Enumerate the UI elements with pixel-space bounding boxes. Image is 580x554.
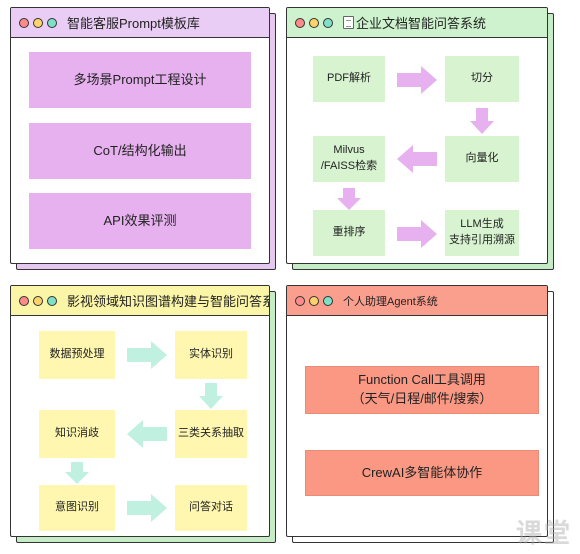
card-title: 影视领域知识图谱构建与智能问答系统	[67, 294, 270, 309]
maximize-dot-icon[interactable]	[323, 295, 333, 306]
title-bar: 企业文档智能问答系统	[287, 8, 547, 38]
window: 智能客服Prompt模板库 多场景Prompt工程设计 CoT/结构化输出 AP…	[10, 7, 270, 264]
box-prompt-design: 多场景Prompt工程设计	[29, 52, 251, 108]
box-label: CoT/结构化输出	[93, 142, 187, 158]
arrow-down-icon	[199, 383, 223, 409]
minimize-dot-icon[interactable]	[33, 17, 43, 28]
box-label: CrewAI多智能体协作	[361, 464, 483, 480]
node-label: 向量化	[465, 152, 499, 165]
minimize-dot-icon[interactable]	[309, 17, 319, 28]
close-dot-icon[interactable]	[19, 295, 29, 306]
watermark: 课堂	[515, 518, 572, 548]
window: 个人助理Agent系统 Function Call工具调用 （天气/日程/邮件/…	[286, 285, 548, 537]
box-label-line2: （天气/日程/邮件/搜索）	[351, 391, 493, 406]
node-disambiguation: 知识消歧	[39, 410, 115, 458]
box-label: 多场景Prompt工程设计	[73, 71, 207, 87]
title-bar: 影视领域知识图谱构建与智能问答系统	[11, 286, 269, 316]
node-relation-extraction: 三类关系抽取	[175, 410, 247, 458]
node-milvus-faiss: Milvus /FAISS检索	[313, 136, 385, 182]
node-label: PDF解析	[327, 72, 371, 85]
title-bar: 个人助理Agent系统	[287, 286, 547, 316]
maximize-dot-icon[interactable]	[47, 17, 57, 28]
node-intent-recognition: 意图识别	[39, 485, 115, 531]
node-label-line1: Milvus	[333, 144, 365, 157]
close-dot-icon[interactable]	[295, 295, 305, 306]
node-preprocess: 数据预处理	[39, 331, 115, 379]
card-prompt-library: 智能客服Prompt模板库 多场景Prompt工程设计 CoT/结构化输出 AP…	[10, 7, 276, 270]
node-qa-dialogue: 问答对话	[175, 485, 247, 531]
card-title: 企业文档智能问答系统	[356, 16, 487, 31]
node-entity-recognition: 实体识别	[175, 331, 247, 379]
node-llm-generate: LLM生成 支持引用溯源	[445, 210, 519, 256]
node-rerank: 重排序	[313, 210, 385, 256]
box-api-eval: API效果评测	[29, 193, 251, 249]
box-label-line1: Function Call工具调用	[358, 372, 486, 388]
maximize-dot-icon[interactable]	[323, 17, 333, 28]
minimize-dot-icon[interactable]	[309, 295, 319, 306]
node-label: 问答对话	[189, 501, 233, 514]
node-label-line1: LLM生成	[460, 218, 504, 231]
box-crewai: CrewAI多智能体协作	[305, 450, 539, 496]
node-label-line2: /FAISS检索	[320, 160, 378, 172]
close-dot-icon[interactable]	[295, 17, 305, 28]
window: 企业文档智能问答系统 PDF解析 切分 向量化 Milvus /FAISS检索	[286, 7, 548, 264]
arrow-right-icon	[397, 66, 437, 94]
arrow-down-icon	[337, 188, 361, 210]
node-label: 三类关系抽取	[178, 427, 244, 440]
arrow-right-icon	[127, 494, 167, 522]
node-label-line2: 支持引用溯源	[449, 234, 515, 246]
node-label: 重排序	[332, 226, 366, 239]
card-knowledge-graph: 影视领域知识图谱构建与智能问答系统 数据预处理 实体识别 三类关系抽取 知识消歧…	[10, 285, 276, 543]
box-label: Function Call工具调用 （天气/日程/邮件/搜索）	[352, 371, 493, 409]
node-label: 数据预处理	[49, 348, 105, 361]
minimize-dot-icon[interactable]	[33, 295, 43, 306]
node-label: LLM生成 支持引用溯源	[449, 217, 515, 249]
window: 影视领域知识图谱构建与智能问答系统 数据预处理 实体识别 三类关系抽取 知识消歧…	[10, 285, 270, 537]
document-icon	[343, 16, 354, 29]
arrow-right-icon	[127, 341, 167, 369]
card-title: 智能客服Prompt模板库	[67, 16, 200, 31]
card-title: 个人助理Agent系统	[343, 295, 438, 308]
card-doc-qa: 企业文档智能问答系统 PDF解析 切分 向量化 Milvus /FAISS检索	[286, 7, 554, 270]
node-label: 知识消歧	[55, 427, 99, 440]
arrow-down-icon	[65, 462, 89, 484]
arrow-right-icon	[397, 220, 437, 248]
close-dot-icon[interactable]	[19, 17, 29, 28]
node-label: 意图识别	[55, 501, 99, 514]
node-pdf-parse: PDF解析	[313, 56, 385, 102]
maximize-dot-icon[interactable]	[47, 295, 57, 306]
arrow-down-icon	[470, 108, 494, 134]
node-label: 切分	[471, 72, 493, 85]
node-vectorize: 向量化	[445, 136, 519, 182]
node-label: Milvus /FAISS检索	[321, 143, 377, 175]
box-label: API效果评测	[103, 212, 177, 228]
node-split: 切分	[445, 56, 519, 102]
arrow-left-icon	[397, 145, 437, 173]
arrow-left-icon	[127, 420, 167, 448]
card-agent-system: 个人助理Agent系统 Function Call工具调用 （天气/日程/邮件/…	[286, 285, 554, 543]
node-label: 实体识别	[189, 348, 233, 361]
box-cot-output: CoT/结构化输出	[29, 123, 251, 179]
title-bar: 智能客服Prompt模板库	[11, 8, 269, 38]
box-function-call: Function Call工具调用 （天气/日程/邮件/搜索）	[305, 366, 539, 414]
